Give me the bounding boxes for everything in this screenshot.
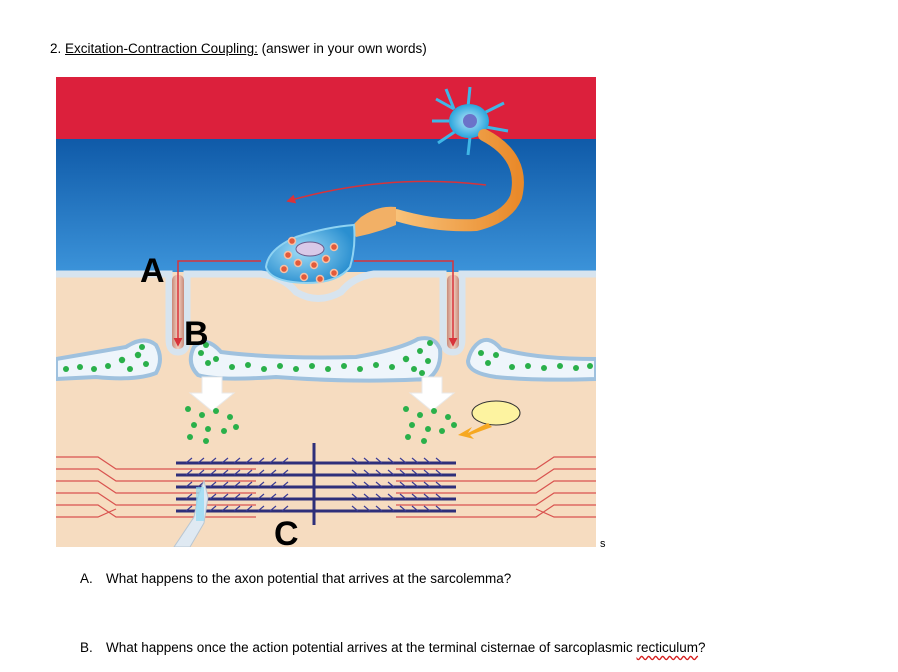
calcium-ions-released [185, 406, 457, 444]
motor-neuron [432, 86, 509, 156]
signal-arrow-left [173, 260, 261, 347]
calcium-release-arrow-right [408, 376, 456, 412]
excitation-contraction-figure: A B C [56, 77, 596, 547]
sarcolemma [56, 270, 596, 356]
question-heading: 2. Excitation-Contraction Coupling: (ans… [50, 41, 427, 56]
yellow-pointer-arrow [458, 423, 492, 439]
acetylcholine-vesicles [279, 236, 339, 284]
axon-terminal [351, 206, 396, 237]
signal-arrow-axon [286, 180, 487, 204]
stray-text: s [600, 538, 606, 550]
question-note: (answer in your own words) [261, 41, 427, 56]
label-c: C [274, 515, 299, 547]
sarcoplasmic-reticulum-right [465, 337, 596, 382]
label-a: A [140, 252, 165, 290]
mitochondrion [295, 241, 325, 257]
calcium-release-arrow-left [188, 376, 236, 412]
label-b: B [184, 315, 209, 353]
question-title: Excitation-Contraction Coupling: [65, 41, 258, 56]
inset-highlight [196, 487, 204, 521]
question-b: B. What happens once the action potential… [80, 640, 706, 655]
myosin-heads [185, 457, 443, 512]
calcium-ions-stored [63, 340, 593, 376]
spellcheck-word[interactable]: recticulum [636, 640, 699, 655]
question-a-text: What happens to the axon potential that … [106, 571, 512, 586]
question-number: 2. [50, 41, 62, 56]
signal-arrow-right [354, 260, 458, 347]
sarcoplasmic-reticulum-left [56, 338, 162, 382]
top-red-band [56, 77, 596, 139]
sarcoplasmic-reticulum-middle [188, 336, 443, 383]
question-b-letter: B. [80, 640, 93, 655]
axon [390, 129, 524, 232]
question-a: A. What happens to the axon potential tha… [80, 571, 511, 586]
blank-label-ellipse [471, 400, 521, 426]
question-b-text: What happens once the action potential a… [106, 640, 637, 655]
thin-filaments [56, 456, 596, 518]
question-b-text-end: ? [698, 640, 706, 655]
question-a-letter: A. [80, 571, 93, 586]
